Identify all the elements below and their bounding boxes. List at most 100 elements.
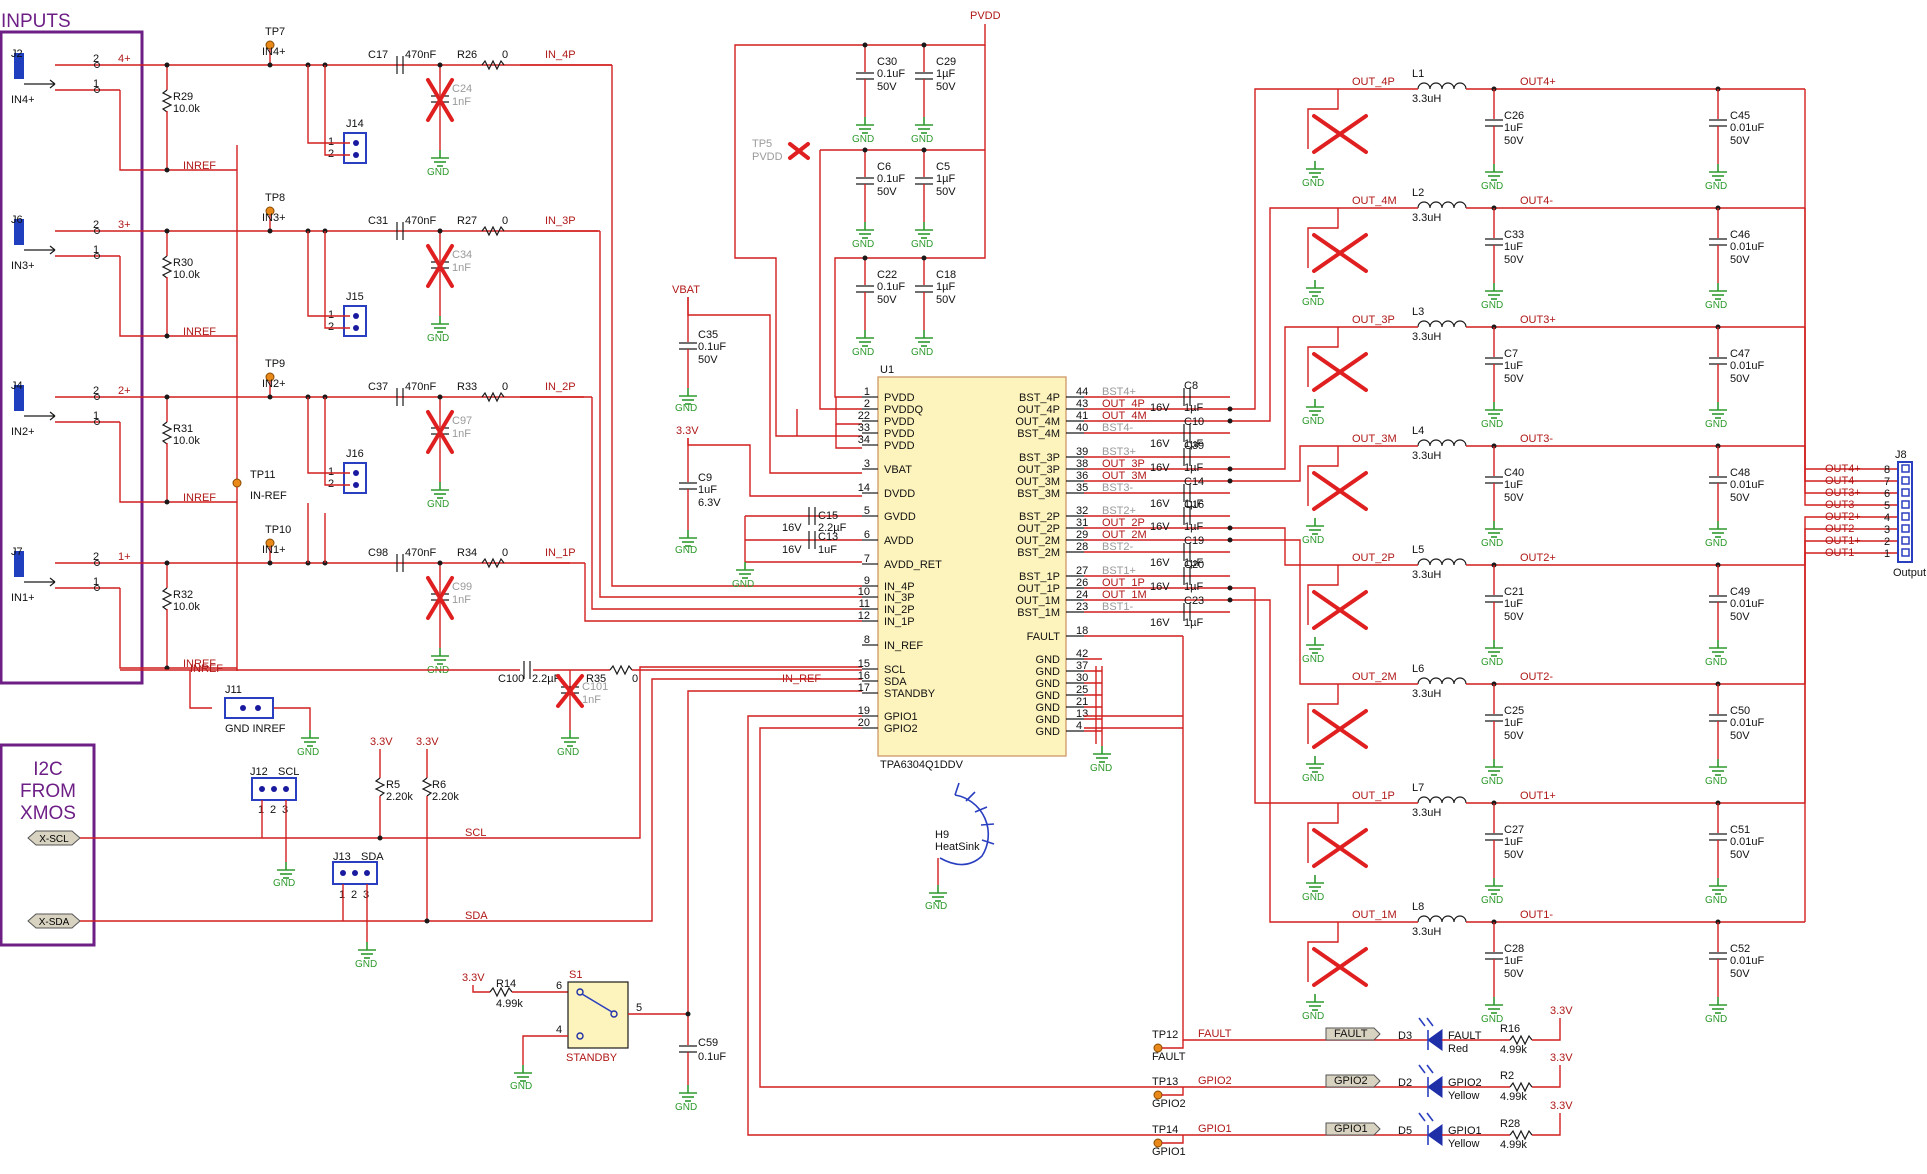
pvdd-c5-volt: 50V xyxy=(936,186,956,198)
filter-l6-snubber-gnd-label: GND xyxy=(1302,773,1324,784)
pvdd-c18-val: 1µF xyxy=(936,281,955,293)
ch4-dnp-gnd-label: GND xyxy=(427,167,449,178)
j8-pin-6[interactable] xyxy=(1901,488,1910,497)
ch3-connector-body[interactable] xyxy=(14,219,24,245)
filter-l4-symbol xyxy=(1417,439,1467,447)
filter-l2-ce-symbol xyxy=(1708,238,1728,246)
filter-l4-ce-ref: C48 xyxy=(1730,467,1750,479)
j8-pin-4[interactable] xyxy=(1901,512,1910,521)
j8-pin-4-num: 4 xyxy=(1884,512,1890,524)
j8-pin-1[interactable] xyxy=(1901,548,1910,557)
filter-l4-ce-gnd-symbol xyxy=(1708,520,1728,538)
led-d2-flag[interactable] xyxy=(1325,1074,1381,1088)
ch4-dnp-cross xyxy=(426,78,454,122)
ch3-jumper-ref: J15 xyxy=(346,291,364,303)
j12-header[interactable] xyxy=(251,777,297,801)
filter-l5-ce-gnd-symbol xyxy=(1708,639,1728,657)
j8-pin-5[interactable] xyxy=(1901,500,1910,509)
u1-rpin-23-name: BST_1M xyxy=(1017,607,1060,619)
avdd-gnd: GND xyxy=(732,579,754,590)
j8-pin-3[interactable] xyxy=(1901,524,1910,533)
ch3-jumper-pin2: 2 xyxy=(328,321,334,333)
led-d5-name: GPIO1 xyxy=(1448,1125,1482,1137)
filter-l1-snubber-gnd-symbol xyxy=(1305,160,1325,178)
filter-l6-net-out: OUT2- xyxy=(1520,671,1553,683)
u1-rpin-31-num: 31 xyxy=(1076,517,1088,529)
i2c-block: I2C FROM XMOS X-SCL X-SDA J12 SCL 1 2 3 … xyxy=(0,666,862,970)
s1-switch[interactable] xyxy=(567,981,629,1049)
pvdd-c30-gnd-label: GND xyxy=(852,134,874,145)
led-d5-symbol xyxy=(1427,1124,1443,1146)
u1-pin-9-name: IN_4P xyxy=(884,581,915,593)
filter-l2-snubber-gnd-symbol xyxy=(1305,279,1325,297)
led-d3-symbol xyxy=(1427,1029,1443,1051)
j8-pin-7[interactable] xyxy=(1901,476,1910,485)
sda-net: SDA xyxy=(465,910,488,922)
led-d2-tp-name: GPIO2 xyxy=(1152,1098,1186,1110)
led-d5-supply: 3.3V xyxy=(1550,1100,1573,1112)
ch2-pin1: 1 xyxy=(93,410,99,422)
ch1-tp-name: IN1+ xyxy=(262,544,286,556)
pvdd-c22-symbol xyxy=(855,285,875,293)
pvdd-c18-gnd-symbol xyxy=(914,329,934,347)
ch4-connector-arrow xyxy=(24,79,56,89)
ch3-rbias-ref: R30 xyxy=(173,257,193,269)
filter-l8-c-val: 1uF xyxy=(1504,955,1523,967)
bst-c8-val: 1µF xyxy=(1184,402,1203,414)
pvdd-c29-ref: C29 xyxy=(936,56,956,68)
filter-l1-net-out: OUT4+ xyxy=(1520,76,1556,88)
filter-l4-c-volt: 50V xyxy=(1504,492,1524,504)
pvdd-c30-volt: 50V xyxy=(877,81,897,93)
pvdd-c18-gnd-label: GND xyxy=(911,347,933,358)
ch4-dnp-gnd-symbol xyxy=(430,149,450,167)
ch4-connector-body[interactable] xyxy=(14,53,24,79)
ch2-rbias-ref: R31 xyxy=(173,423,193,435)
filter-l1-val: 3.3uH xyxy=(1412,93,1441,105)
u1-rpin-18-num: 18 xyxy=(1076,625,1088,637)
filter-l6-c-volt: 50V xyxy=(1504,730,1524,742)
u1-rpin-32-num: 32 xyxy=(1076,505,1088,517)
led-d3-flag[interactable] xyxy=(1325,1027,1381,1041)
j8-pin-2[interactable] xyxy=(1901,536,1910,545)
filter-l6-symbol xyxy=(1417,677,1467,685)
tp11-point[interactable] xyxy=(232,478,242,488)
filter-l7-snubber-cross xyxy=(1312,828,1368,868)
filter-l4-ce-symbol xyxy=(1708,476,1728,484)
filter-l3-net-out: OUT3+ xyxy=(1520,314,1556,326)
led-d5-flag[interactable] xyxy=(1325,1122,1381,1136)
u1-rpin-29-name: OUT_2M xyxy=(1015,535,1060,547)
ch1-connector-body[interactable] xyxy=(14,551,24,577)
c100-ref: C100 xyxy=(498,673,524,685)
filter-l2-ce-val: 0.01uF xyxy=(1730,241,1765,253)
j13-header[interactable] xyxy=(332,861,378,885)
j12-pin1: 1 xyxy=(258,804,264,816)
r35-ref: R35 xyxy=(586,673,606,685)
filter-l7-ce-ref: C51 xyxy=(1730,824,1750,836)
j8-body[interactable] xyxy=(1897,461,1913,563)
ch3-jumper[interactable] xyxy=(343,305,367,337)
ch4-jumper-pin2: 2 xyxy=(328,148,334,160)
ch4-jumper[interactable] xyxy=(343,132,367,164)
u1-body[interactable] xyxy=(877,376,1067,757)
bst-net-9: OUT_2P xyxy=(1102,517,1145,529)
filter-l2-snubber-gnd-label: GND xyxy=(1302,297,1324,308)
pvdd-c22-volt: 50V xyxy=(877,294,897,306)
ch2-connector-body[interactable] xyxy=(14,385,24,411)
filter-l6-ce-ref: C50 xyxy=(1730,705,1750,717)
filter-l7-val: 3.3uH xyxy=(1412,807,1441,819)
filter-l5-c-gnd-label: GND xyxy=(1481,657,1503,668)
scl-net: SCL xyxy=(465,827,486,839)
ch2-jumper[interactable] xyxy=(343,462,367,494)
led-d2-r-symbol xyxy=(1509,1081,1533,1093)
j11-header[interactable] xyxy=(224,697,274,719)
j8-pin-8[interactable] xyxy=(1901,464,1910,473)
filter-l7-net-in: OUT_1P xyxy=(1352,790,1395,802)
u1-rpin-43-name: OUT_4P xyxy=(1017,404,1060,416)
led-d5-ref: D5 xyxy=(1398,1125,1412,1137)
filter-l7-c-symbol xyxy=(1484,833,1504,841)
led-d3-tp-ref: TP12 xyxy=(1152,1029,1178,1041)
filter-l1-ce-symbol xyxy=(1708,119,1728,127)
led-d2-tp-ref: TP13 xyxy=(1152,1076,1178,1088)
j13-pin2: 2 xyxy=(351,889,357,901)
filter-l6-ce-gnd-symbol xyxy=(1708,758,1728,776)
